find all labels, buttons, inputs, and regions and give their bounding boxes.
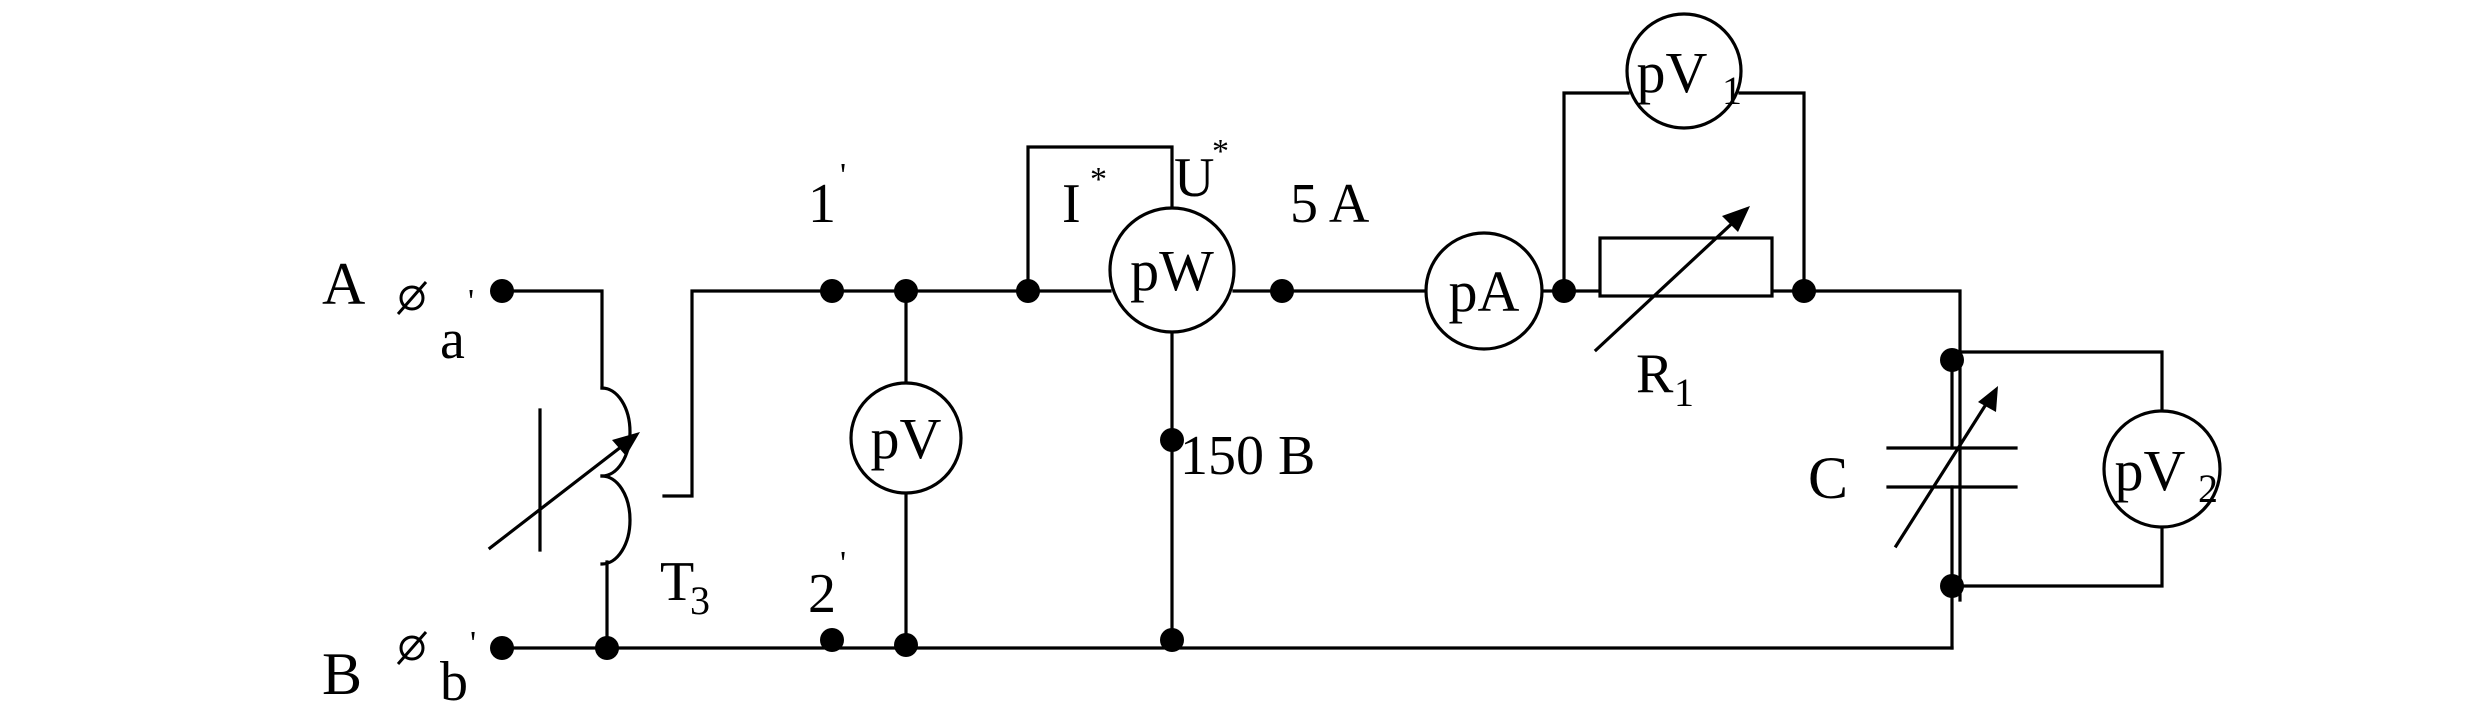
ammeter-label: pA [1449, 259, 1520, 324]
variable-resistor [1593, 206, 1774, 353]
terminal-a-label: A [322, 251, 365, 317]
junction-node1 [820, 279, 844, 303]
junction-dots [490, 279, 1964, 660]
junction-pv1-right [1792, 279, 1816, 303]
junction-node2 [820, 628, 844, 652]
junction-a [490, 279, 514, 303]
resistor-sub: 1 [1674, 370, 1694, 415]
resistor-label: R [1636, 343, 1674, 405]
junction-c-top [1940, 348, 1964, 372]
node1-label: 1 [808, 173, 836, 235]
capacitor-label: C [1808, 445, 1848, 511]
junction-pv-bottom [894, 633, 918, 657]
voltmeter-label: pV [871, 406, 942, 471]
wattmeter-label: pW [1130, 238, 1214, 303]
voltage-coil-label: U [1174, 147, 1214, 209]
terminal-b-label: B [322, 641, 362, 707]
terminal-a-prime: ' [468, 283, 474, 320]
wattmeter-pw: pW [1108, 206, 1236, 334]
transformer-coil [487, 386, 640, 566]
terminal-a-small-label: a [440, 309, 465, 371]
terminal-b-prime: ' [470, 625, 476, 662]
current-coil-label: I [1062, 173, 1081, 235]
transformer-label: T [660, 551, 694, 613]
junction-5a [1270, 279, 1294, 303]
terminal-b-small-label: b [440, 651, 468, 710]
ammeter-pa: pA [1424, 231, 1544, 351]
voltmeter2-sub: 2 [2198, 466, 2218, 511]
node2-prime: ' [840, 545, 846, 582]
variable-capacitor [1886, 386, 2018, 549]
node2-label: 2 [808, 563, 836, 625]
junction-pw-bottom [1160, 628, 1184, 652]
junction-pv1-left [1552, 279, 1576, 303]
junction-pv-top [894, 279, 918, 303]
node1-prime: ' [840, 157, 846, 194]
junction-c-bottom [1940, 574, 1964, 598]
terminal-a [396, 281, 428, 315]
voltmeter1-label: pV [1637, 40, 1708, 105]
voltmeter1-sub: 1 [1722, 68, 1742, 113]
voltmeter-pv1: pV 1 [1625, 12, 1743, 130]
voltmeter-pv: pV [849, 381, 963, 495]
voltmeter-pv2: pV 2 [2102, 409, 2222, 529]
junction-t3-bottom [595, 636, 619, 660]
voltmeter2-label: pV [2115, 438, 2186, 503]
voltage-coil-star: * [1212, 133, 1229, 170]
junction-150v [1160, 428, 1184, 452]
junction-current-coil [1016, 279, 1040, 303]
terminal-b [396, 631, 428, 665]
transformer-sub: 3 [690, 578, 710, 623]
junction-b [490, 636, 514, 660]
current-coil-star: * [1090, 161, 1107, 198]
voltage-range-label: 150 B [1180, 425, 1315, 487]
labels: A B a ' b ' T 3 1 ' 2 ' I * U * 5 A 150 … [322, 133, 1848, 710]
current-range-label: 5 A [1290, 173, 1370, 235]
